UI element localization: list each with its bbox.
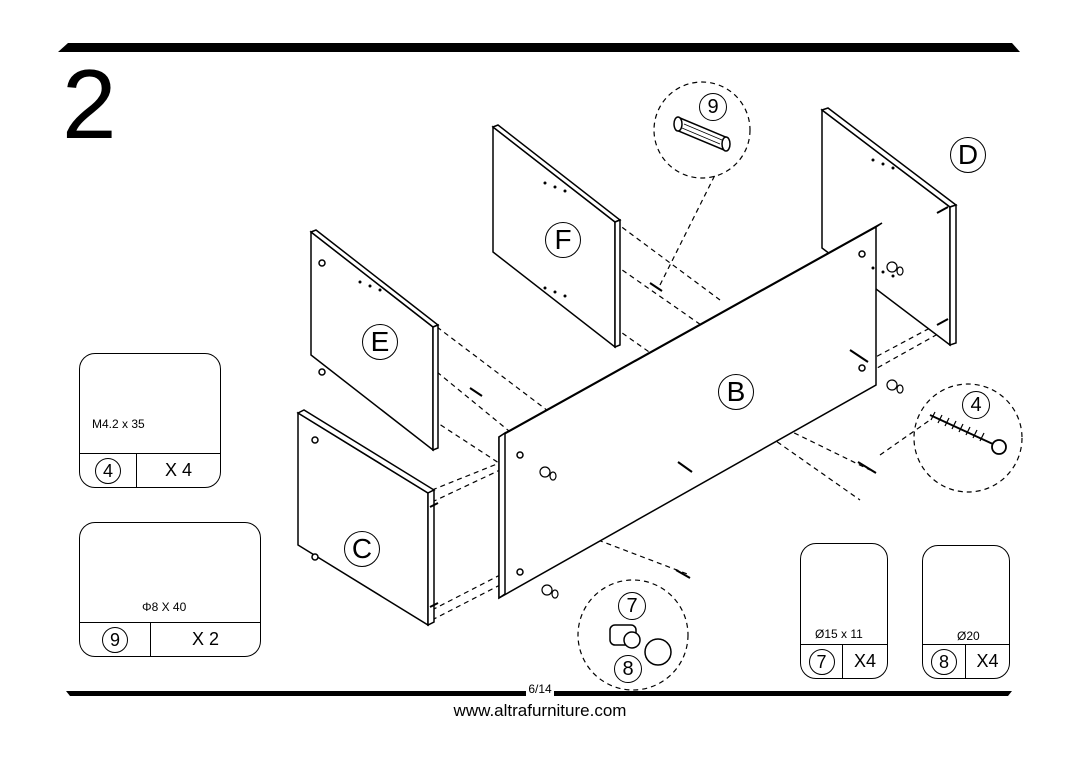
part-quantity: X4 (853, 651, 877, 671)
part-number: 4 (95, 457, 121, 484)
page-number-wrap: 6/14 (0, 682, 1080, 696)
website-url: www.altrafurniture.com (453, 701, 627, 720)
part-spec: Φ8 X 40 (142, 600, 187, 614)
part-box-dowel: Φ8 X 40 9 X 2 (79, 522, 261, 657)
part-number: 9 (102, 626, 128, 653)
callout-label-9: 9 (699, 93, 727, 121)
part-quantity: X 4 (164, 460, 193, 480)
panel-b (498, 222, 883, 600)
callout-label-8: 8 (614, 655, 642, 683)
part-quantity: X4 (976, 651, 999, 671)
part-spec: M4.2 x 35 (92, 417, 145, 431)
part-box-cam-lock: Ø15 x 11 7 X4 (800, 543, 888, 679)
cam-detail (609, 624, 672, 666)
panel-c (296, 409, 436, 627)
panel-label-c: C (344, 531, 380, 567)
part-number: 8 (931, 648, 957, 675)
part-number: 7 (808, 648, 835, 675)
panel-label-e: E (362, 324, 398, 360)
panel-label-d: D (950, 137, 986, 173)
page-number: 6/14 (526, 682, 554, 696)
part-spec: Ø20 (957, 629, 980, 643)
screw-detail (929, 411, 1007, 455)
part-spec: Ø15 x 11 (815, 627, 863, 641)
dowel-detail (673, 116, 731, 152)
part-box-screw: M4.2 x 35 4 X 4 (79, 353, 221, 488)
panel-label-b: B (718, 374, 754, 410)
header-bar (58, 43, 1020, 52)
part-box-cover-cap: Ø20 8 X4 (922, 545, 1010, 679)
part-quantity: X 2 (191, 629, 220, 649)
panel-label-f: F (545, 222, 581, 258)
callout-label-7: 7 (618, 592, 646, 620)
panel-d (820, 107, 958, 347)
callout-label-4: 4 (962, 391, 990, 419)
step-number: 2 (62, 49, 117, 159)
